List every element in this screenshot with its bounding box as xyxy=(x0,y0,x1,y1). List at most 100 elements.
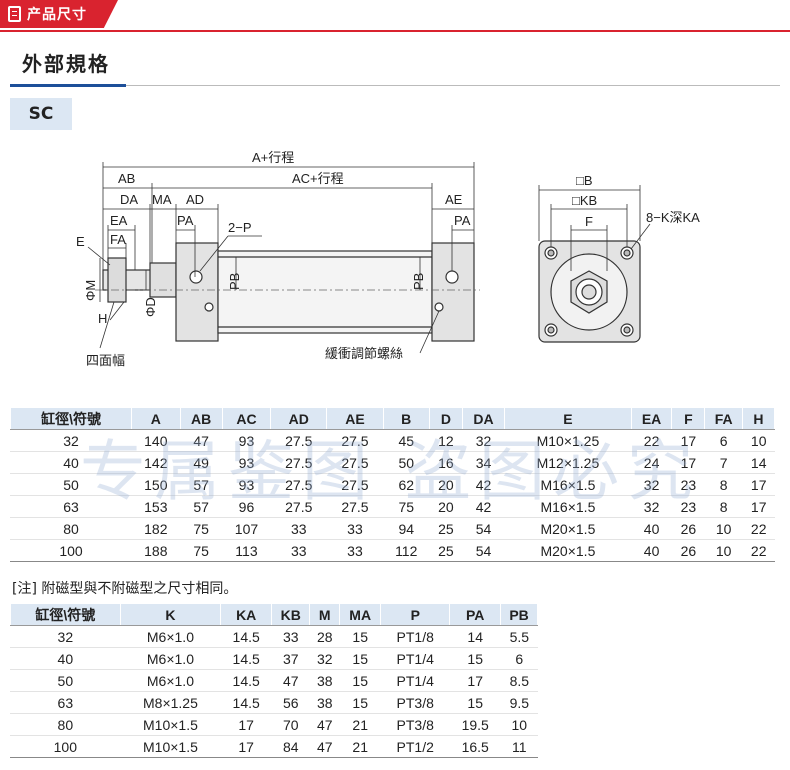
table-cell: 75 xyxy=(179,517,223,540)
table-cell: 7 xyxy=(704,451,743,474)
table-cell: PT1/4 xyxy=(380,647,450,670)
table-cell: 140 xyxy=(131,429,181,452)
table-cell: 23 xyxy=(671,495,705,518)
label-f: F xyxy=(585,214,593,229)
label-cushion: 緩衝調節螺絲 xyxy=(325,346,403,361)
table-cell: 37 xyxy=(271,647,310,670)
table-cell: 40 xyxy=(10,647,121,670)
table-cell: 26 xyxy=(671,517,705,540)
table-cell: 96 xyxy=(221,495,271,518)
table-cell: 17 xyxy=(741,495,775,518)
table-cell: M16×1.5 xyxy=(504,473,632,496)
table-cell: 25 xyxy=(428,517,463,540)
table-cell: 75 xyxy=(382,495,430,518)
table-cell: 57 xyxy=(179,495,223,518)
table-cell: 32 xyxy=(630,473,672,496)
column-header: F xyxy=(671,407,706,430)
table-cell: 27.5 xyxy=(270,495,327,518)
column-header: FA xyxy=(704,407,743,430)
table-cell: 10 xyxy=(500,713,538,736)
label-ea: EA xyxy=(110,213,128,228)
table-cell: M10×1.5 xyxy=(119,735,221,758)
table-cell: 33 xyxy=(326,517,384,540)
table-cell: 17 xyxy=(741,473,775,496)
column-header: PB xyxy=(500,603,538,626)
table-cell: 24 xyxy=(630,451,672,474)
label-pa-left: PA xyxy=(177,213,194,228)
table-cell: 93 xyxy=(221,473,271,496)
label-phi-m: ΦM xyxy=(83,280,98,301)
table-cell: 23 xyxy=(671,473,705,496)
table-cell: 63 xyxy=(10,691,121,714)
drawing-labels: A+行程 AC+行程 AB DA MA AD EA FA E PA AE PA … xyxy=(76,150,471,368)
label-fa: FA xyxy=(110,232,126,247)
table-cell: 17 xyxy=(671,451,705,474)
table-cell: 93 xyxy=(221,429,271,452)
table-cell: 27.5 xyxy=(326,451,384,474)
label-port: 2−P xyxy=(228,220,252,235)
table-cell: 27.5 xyxy=(270,429,327,452)
column-header: KA xyxy=(220,603,273,626)
table-cell: 112 xyxy=(382,539,430,562)
table-cell: 9.5 xyxy=(500,691,538,714)
column-header: AD xyxy=(270,407,328,430)
table-cell: 40 xyxy=(9,451,132,474)
table-cell: 107 xyxy=(221,517,271,540)
product-dimension-tab[interactable]: 产品尺寸 xyxy=(0,0,118,28)
cylinder-side-view xyxy=(102,242,475,342)
table-cell: 14 xyxy=(449,625,501,648)
table-cell: PT1/8 xyxy=(380,625,450,648)
column-header: A xyxy=(131,407,181,430)
table-cell: 5.5 xyxy=(500,625,538,648)
table-cell: M10×1.25 xyxy=(504,429,632,452)
table-cell: 56 xyxy=(271,691,310,714)
table-cell: 16 xyxy=(428,451,463,474)
column-header: D xyxy=(428,407,463,430)
table-cell: M8×1.25 xyxy=(119,691,221,714)
table-cell: 25 xyxy=(428,539,463,562)
table-cell: 6 xyxy=(500,647,538,670)
table-cell: 15 xyxy=(449,691,501,714)
table-cell: 20 xyxy=(428,473,463,496)
column-header: B xyxy=(382,407,430,430)
table-cell: 27.5 xyxy=(326,473,384,496)
label-e: E xyxy=(76,234,85,249)
column-header: 缸徑\符號 xyxy=(10,603,121,626)
table-cell: PT1/2 xyxy=(380,735,450,758)
table-cell: 45 xyxy=(382,429,430,452)
table-cell: 33 xyxy=(270,539,327,562)
table-cell: 14.5 xyxy=(220,669,272,692)
table-cell: 188 xyxy=(131,539,181,562)
table-cell: M20×1.5 xyxy=(504,539,632,562)
table-cell: 80 xyxy=(9,517,132,540)
table-cell: 22 xyxy=(630,429,672,452)
table-cell: 62 xyxy=(382,473,430,496)
label-wrench: 四面幅 xyxy=(86,353,125,368)
table-cell: M6×1.0 xyxy=(119,669,221,692)
table-cell: 10 xyxy=(741,429,775,452)
column-header: 缸徑\符號 xyxy=(9,407,133,430)
table-cell: 14.5 xyxy=(220,691,272,714)
label-a-stroke: A+行程 xyxy=(252,150,294,165)
table-cell: 94 xyxy=(382,517,430,540)
table-cell: 15 xyxy=(339,691,381,714)
label-pb-left: PB xyxy=(227,273,242,290)
table-cell: 33 xyxy=(271,625,310,648)
label-h: H xyxy=(98,311,107,326)
table-cell: 34 xyxy=(461,451,505,474)
table-cell: M10×1.5 xyxy=(119,713,221,736)
table-cell: 33 xyxy=(270,517,327,540)
table-cell: 182 xyxy=(131,517,181,540)
label-ac-stroke: AC+行程 xyxy=(292,171,344,186)
table-cell: 70 xyxy=(271,713,310,736)
table-cell: 100 xyxy=(9,539,132,562)
table-cell: 8 xyxy=(704,495,743,518)
model-label: SC xyxy=(10,98,72,130)
table-cell: 14 xyxy=(741,451,775,474)
